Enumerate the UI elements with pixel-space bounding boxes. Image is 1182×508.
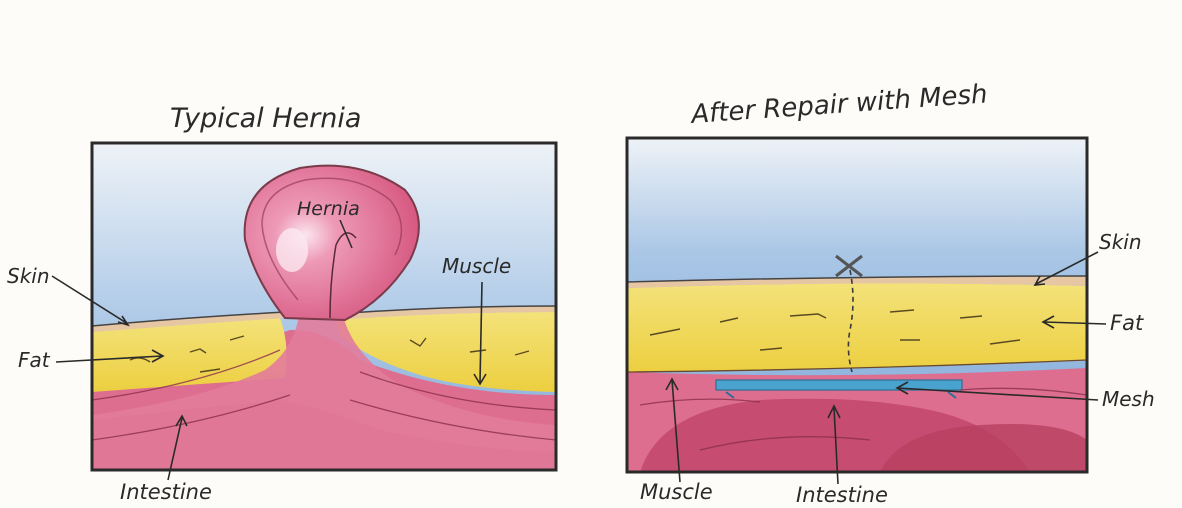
typical-hernia-panel: Typical Hernia	[7, 103, 556, 504]
label-fat-left: Fat	[18, 348, 51, 372]
right-panel-title: After Repair with Mesh	[688, 79, 988, 130]
label-skin-left: Skin	[7, 264, 50, 288]
after-repair-panel: After Repair with Mesh	[627, 79, 1155, 507]
left-illustration	[92, 143, 556, 470]
label-intestine-left: Intestine	[120, 480, 212, 504]
label-fat-right: Fat	[1110, 311, 1144, 335]
right-illustration	[627, 138, 1087, 472]
label-skin-right: Skin	[1099, 230, 1142, 254]
label-intestine-right: Intestine	[796, 483, 888, 507]
label-mesh: Mesh	[1102, 387, 1155, 411]
right-fat-layer	[627, 283, 1087, 372]
label-muscle-left: Muscle	[442, 254, 511, 278]
mesh-patch	[716, 380, 962, 390]
label-hernia: Hernia	[297, 198, 360, 220]
left-panel-title: Typical Hernia	[170, 103, 361, 134]
label-muscle-right: Muscle	[640, 480, 713, 504]
